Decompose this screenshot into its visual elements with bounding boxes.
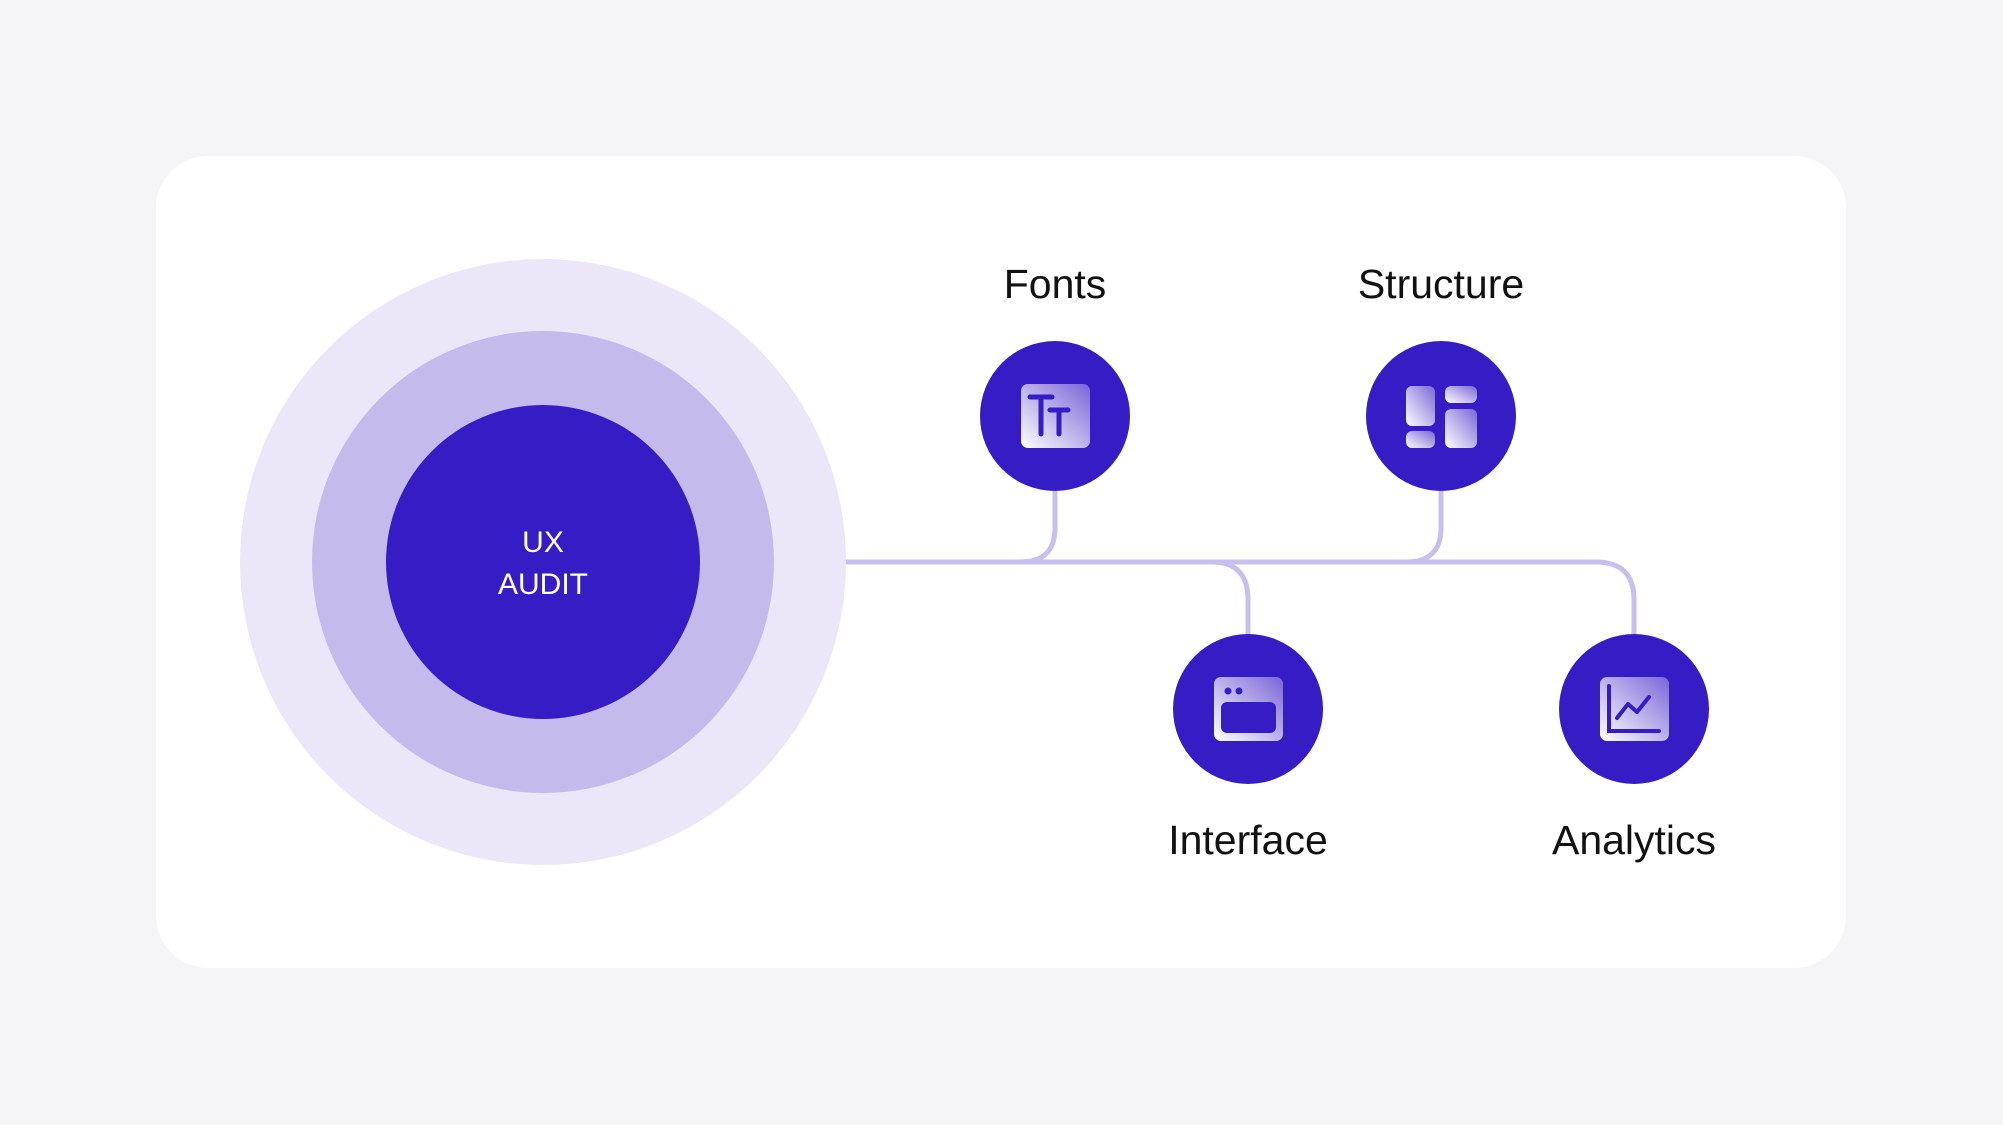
connector-interface [1211,559,1251,634]
layout-grid-icon [1406,386,1477,448]
node-label-fonts: Fonts [1004,261,1107,307]
node-structure: Structure [1358,261,1524,491]
connector-lines [773,491,1637,634]
line-chart-icon [1600,677,1669,741]
connector-trunk [773,559,1637,634]
node-label-interface: Interface [1168,817,1328,863]
node-fonts: Fonts [980,261,1130,491]
node-label-analytics: Analytics [1552,817,1716,863]
ux-audit-core [386,405,700,719]
node-interface: Interface [1168,634,1328,863]
connector-fonts [1019,491,1058,565]
browser-window-icon [1214,677,1283,741]
text-size-icon [1021,384,1090,448]
center-line1: UX [522,526,564,559]
node-label-structure: Structure [1358,261,1524,307]
connector-structure [1405,491,1444,565]
center-line2: AUDIT [498,568,588,601]
node-analytics: Analytics [1552,634,1716,863]
